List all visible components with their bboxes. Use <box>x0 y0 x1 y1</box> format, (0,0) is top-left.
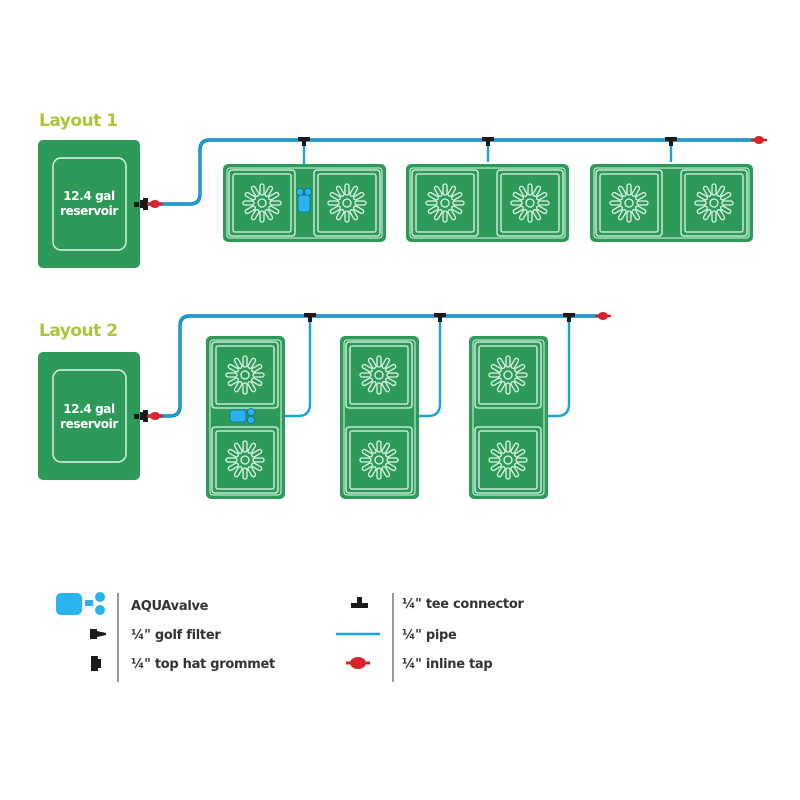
legend-label: ¼" top hat grommet <box>131 657 275 672</box>
layout-2: Layout 2 12.4 gal reservoir <box>38 312 611 499</box>
legend-label: ¼" tee connector <box>402 597 524 612</box>
inline-tap-icon <box>346 657 370 669</box>
golf-filter-icon <box>134 414 139 419</box>
legend-item: ¼" top hat grommet <box>91 656 275 672</box>
reservoir-2-label-line1: 12.4 gal <box>63 402 115 416</box>
layout-2-title: Layout 2 <box>39 321 118 341</box>
layout-1-title: Layout 1 <box>39 111 118 131</box>
reservoir-1: 12.4 gal reservoir <box>38 140 140 268</box>
planter <box>590 164 753 242</box>
aquavalve-icon <box>56 592 105 615</box>
legend-item: ¼" inline tap <box>346 657 493 672</box>
inline-tap-icon <box>595 312 611 320</box>
inline-tap-icon <box>147 200 163 208</box>
aquavalve-icon <box>229 407 255 424</box>
planter <box>406 164 569 242</box>
planter <box>223 164 386 242</box>
reservoir-2-label-line2: reservoir <box>60 417 118 431</box>
legend: AQUAvalve ¼" golf filter ¼" top hat grom… <box>56 592 525 682</box>
aquavalve-icon <box>295 187 312 213</box>
top-hat-grommet-icon <box>140 410 148 422</box>
top-hat-grommet-icon <box>140 198 148 210</box>
legend-label: ¼" golf filter <box>131 628 221 643</box>
top-hat-grommet-icon <box>91 656 101 671</box>
pipe-branch <box>418 316 442 418</box>
legend-label: AQUAvalve <box>131 599 209 614</box>
legend-item: ¼" pipe <box>336 628 457 643</box>
planter <box>340 336 419 499</box>
legend-label: ¼" pipe <box>402 628 457 643</box>
golf-filter-icon <box>90 629 106 639</box>
pipe-branch <box>548 316 571 418</box>
layout-1: Layout 1 12.4 gal reservoir <box>38 111 767 268</box>
golf-filter-icon <box>134 202 139 207</box>
inline-tap-icon <box>147 412 163 420</box>
legend-label: ¼" inline tap <box>402 657 492 672</box>
pipe-branch <box>262 316 312 418</box>
reservoir-2: 12.4 gal reservoir <box>38 352 140 480</box>
legend-item: ¼" golf filter <box>90 628 222 643</box>
tee-connector-icon <box>351 597 368 608</box>
planter <box>206 336 285 499</box>
reservoir-1-label-line1: 12.4 gal <box>63 189 115 203</box>
reservoir-1-label-line2: reservoir <box>60 204 118 218</box>
planter <box>469 336 548 499</box>
inline-tap-icon <box>751 136 767 144</box>
legend-item: AQUAvalve <box>56 592 209 615</box>
legend-item: ¼" tee connector <box>351 597 525 612</box>
